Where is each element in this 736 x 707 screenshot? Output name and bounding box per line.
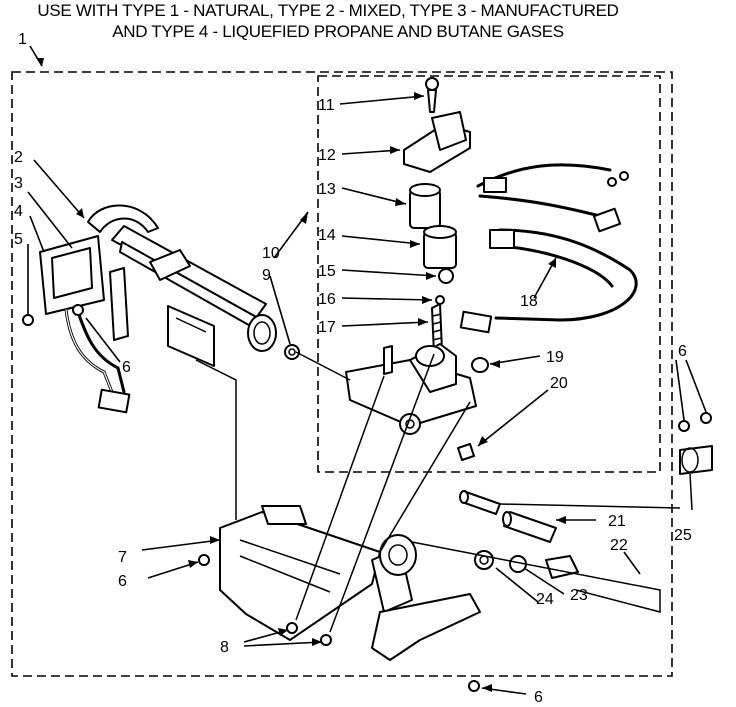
callout-6-bottom: 6 [534, 689, 543, 706]
callout-4: 4 [14, 203, 23, 220]
gas-tube-fittings [459, 412, 713, 579]
callout-9: 9 [262, 267, 271, 284]
callout-8: 8 [220, 639, 229, 656]
callout-7: 7 [118, 549, 127, 566]
callout-6-right: 6 [678, 343, 687, 360]
valve-subassembly-boundary [317, 75, 661, 473]
callout-20: 20 [550, 375, 568, 392]
callout-11: 11 [318, 97, 335, 114]
assembly-boundary [11, 71, 673, 677]
callout-17: 17 [318, 319, 336, 336]
callout-25: 25 [674, 527, 692, 544]
mounting-bracket [198, 505, 481, 692]
header-line-1: USE WITH TYPE 1 - NATURAL, TYPE 2 - MIXE… [37, 1, 619, 20]
burner-assembly [22, 204, 300, 414]
callout-2: 2 [14, 149, 23, 166]
callout-10: 10 [262, 245, 280, 262]
callout-labels: 1 2 3 4 5 6 9 10 11 12 13 14 15 16 17 18… [14, 31, 692, 706]
callout-18: 18 [520, 293, 538, 310]
callout-21: 21 [608, 513, 626, 530]
callout-arrowheads [36, 58, 566, 692]
callout-6-left: 6 [122, 359, 131, 376]
callout-3: 3 [14, 175, 23, 192]
callout-15: 15 [318, 263, 336, 280]
callout-1: 1 [18, 31, 27, 48]
assembly-guide-lines [195, 351, 681, 633]
callout-5: 5 [14, 231, 23, 248]
callout-13: 13 [318, 181, 336, 198]
gas-valve-assembly [345, 77, 638, 461]
callout-16: 16 [318, 291, 336, 308]
callout-12: 12 [318, 147, 336, 164]
callout-6-bracket: 6 [118, 573, 127, 590]
header-line-2: AND TYPE 4 - LIQUEFIED PROPANE AND BUTAN… [112, 22, 564, 41]
callout-19: 19 [546, 349, 564, 366]
callout-14: 14 [318, 227, 336, 244]
callout-22: 22 [610, 537, 628, 554]
callout-23: 23 [570, 587, 588, 604]
callout-24: 24 [536, 591, 554, 608]
